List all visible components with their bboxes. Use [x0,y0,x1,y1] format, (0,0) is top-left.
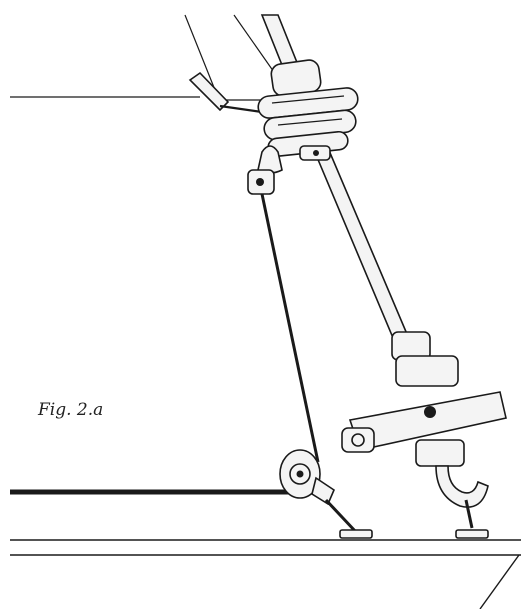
arm-end-cap [351,433,365,447]
tab-strap [188,71,230,112]
control-line [10,193,320,495]
lower-housing [415,439,465,467]
turning-block [279,449,373,539]
shackle-pin [256,178,264,186]
block-swivel [311,476,335,506]
clamp-pin [313,150,319,156]
upper-shackle [247,145,283,195]
slot-2 [277,118,343,126]
bow-line [479,554,520,609]
block-deck-base [339,529,373,539]
lower-vang-body [341,331,507,467]
slot-1 [271,95,345,104]
control-line-diagonal [260,193,320,463]
clew-tab [188,71,263,114]
hook-body [435,465,489,508]
hook-deck-base [455,529,489,539]
brand-mark [424,406,436,418]
hook-stem [464,499,474,529]
block-axle [296,470,304,478]
block-strap [324,498,358,534]
sail-edge-left [184,14,216,91]
figure-label: Fig. 2.a [38,400,104,420]
upper-fitting [257,59,359,161]
lower-hook [435,465,489,539]
tab-lashing [219,104,263,114]
body-housing [395,355,459,387]
